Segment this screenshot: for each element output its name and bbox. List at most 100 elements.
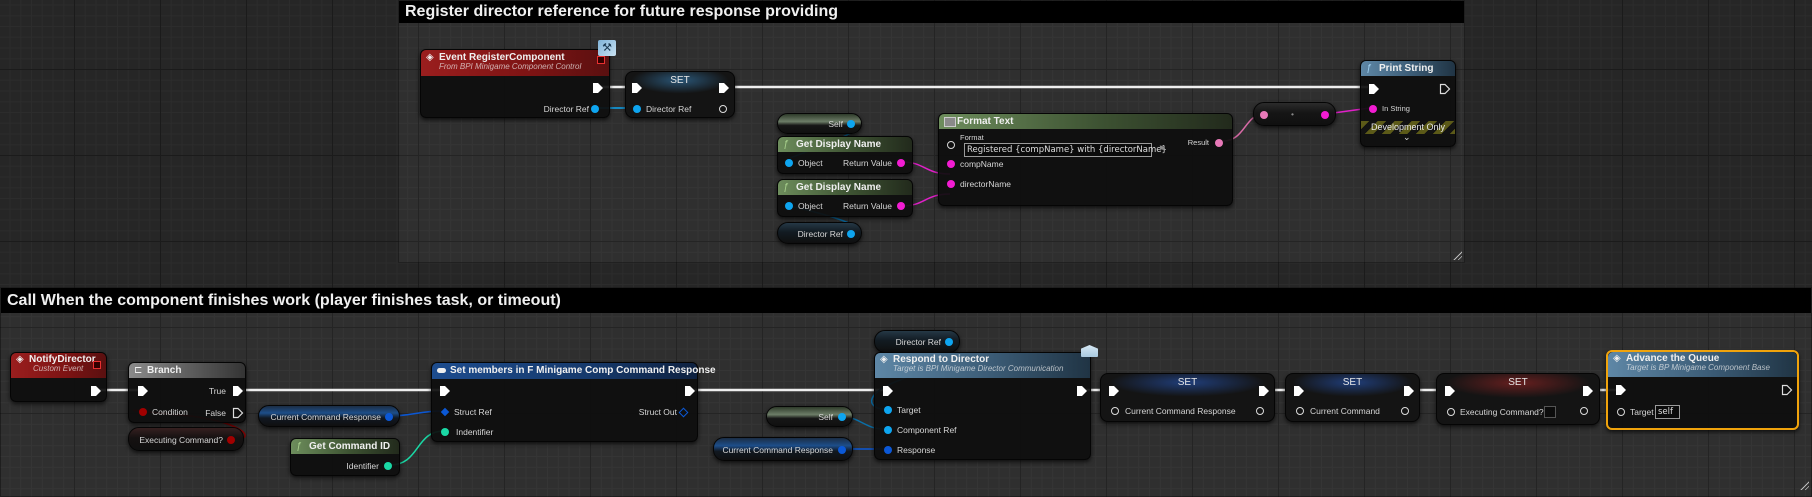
director-ref-getter-node[interactable]: Director Ref — [777, 222, 862, 244]
set-members-struct-node[interactable]: Set members in F Minigame Comp Command R… — [431, 362, 716, 442]
pin-label: Struct Ref — [454, 407, 492, 417]
delegate-pin[interactable] — [597, 56, 605, 64]
set-current-command-node[interactable]: SET Current Command — [1285, 373, 1420, 422]
target-in-pin[interactable] — [1617, 408, 1625, 416]
node-title: SET — [1177, 377, 1198, 388]
return-value-out-pin[interactable] — [897, 159, 905, 167]
event-register-component-node[interactable]: ◈ Event RegisterComponent From BPI Minig… — [420, 49, 610, 118]
node-title: Get Command ID — [309, 441, 391, 452]
set-executing-command-node[interactable]: SET Executing Command? — [1436, 373, 1600, 425]
struct-out-pin[interactable] — [385, 413, 393, 421]
comment-title[interactable]: Call When the component finishes work (p… — [1, 288, 1811, 313]
function-icon: ƒ — [783, 139, 789, 150]
delegate-pin[interactable] — [93, 361, 101, 369]
current-command-response-getter-node[interactable]: Current Command Response — [258, 405, 400, 427]
comp-name-in-pin[interactable] — [947, 160, 955, 168]
self-out-pin[interactable] — [838, 413, 846, 421]
text-to-string-conversion-node[interactable]: • — [1253, 102, 1336, 126]
response-in-pin[interactable] — [884, 446, 892, 454]
set-director-ref-node[interactable]: SET Director Ref — [625, 71, 735, 118]
return-value-out-pin[interactable] — [897, 202, 905, 210]
value-out-pin[interactable] — [1580, 407, 1588, 415]
get-display-name-node[interactable]: ƒ Get Display Name Object Return Value — [777, 179, 913, 217]
director-ref-out-pin[interactable] — [719, 105, 727, 113]
self-getter-node[interactable]: Self — [777, 113, 862, 134]
text-in-pin[interactable] — [1260, 111, 1268, 119]
node-title: SET — [1508, 377, 1528, 388]
result-out-pin[interactable] — [1215, 139, 1223, 147]
branch-icon: ⊏ — [134, 365, 143, 376]
notify-director-event-node[interactable]: ◈ NotifyDirector Custom Event — [10, 352, 107, 402]
format-text-node[interactable]: Format Text Format Registered {compName}… — [938, 113, 1233, 206]
struct-out-pin[interactable] — [678, 407, 689, 418]
get-command-id-node[interactable]: ƒ Get Command ID Identifier — [290, 438, 400, 476]
pin-label: Struct Out — [638, 407, 677, 417]
comment-resize-handle[interactable] — [1799, 480, 1809, 490]
object-in-pin[interactable] — [785, 202, 793, 210]
executing-command-getter-node[interactable]: Executing Command? — [128, 427, 244, 451]
comment-resize-handle[interactable] — [1452, 250, 1462, 260]
localization-flag-icon[interactable]: ⚑ — [1158, 145, 1167, 155]
interface-message-icon: ⚒ — [598, 40, 616, 56]
pin-label: Component Ref — [897, 425, 957, 435]
node-title: Advance the Queue — [1626, 353, 1720, 364]
identifier-in-pin[interactable] — [441, 428, 449, 436]
pin-label: Executing Command? — [1460, 407, 1544, 417]
string-out-pin[interactable] — [1321, 111, 1329, 119]
interface-call-icon: ◈ — [880, 354, 888, 365]
director-ref-getter-node[interactable]: Director Ref — [874, 330, 960, 353]
executing-command-checkbox[interactable] — [1544, 406, 1556, 418]
struct-ref-in-pin[interactable] — [440, 407, 450, 417]
node-subtitle: Target is BPI Minigame Director Communic… — [893, 364, 1064, 373]
value-in-pin[interactable] — [1296, 407, 1304, 415]
value-out-pin[interactable] — [1401, 407, 1409, 415]
pin-label: Current Command Response — [1125, 406, 1236, 416]
pin-label: False — [205, 408, 226, 418]
director-name-in-pin[interactable] — [947, 180, 955, 188]
development-only-banner: Development Only — [1361, 121, 1455, 134]
director-ref-out-pin[interactable] — [945, 338, 953, 346]
pin-label: Condition — [152, 407, 188, 417]
pin-label: Indentifier — [456, 427, 494, 437]
format-text-input[interactable]: Registered {compName} with {directorName… — [964, 143, 1167, 157]
pin-label: Target — [1630, 407, 1654, 417]
advance-the-queue-node[interactable]: ◈ Advance the Queue Target is BP Minigam… — [1606, 350, 1799, 430]
get-display-name-node[interactable]: ƒ Get Display Name Object Return Value — [777, 136, 913, 174]
node-label: Current Command Response — [722, 445, 833, 455]
value-in-pin[interactable] — [1111, 407, 1119, 415]
format-in-pin[interactable] — [947, 141, 955, 149]
set-current-command-response-node[interactable]: SET Current Command Response — [1100, 373, 1275, 422]
target-value-input[interactable]: self — [1655, 405, 1680, 419]
component-ref-in-pin[interactable] — [884, 426, 892, 434]
current-command-response-getter-node[interactable]: Current Command Response — [713, 437, 853, 461]
struct-out-pin[interactable] — [838, 446, 846, 454]
node-title: Format Text — [957, 116, 1014, 127]
comment-title[interactable]: Register director reference for future r… — [399, 1, 1464, 23]
node-label: Executing Command? — [139, 435, 223, 445]
self-getter-node[interactable]: Self — [766, 406, 853, 427]
object-in-pin[interactable] — [785, 159, 793, 167]
in-string-pin[interactable] — [1369, 105, 1377, 113]
expand-chevron-icon[interactable]: ⌄ — [1403, 133, 1411, 143]
director-ref-out-pin[interactable] — [847, 230, 855, 238]
comment-box-register-director[interactable]: Register director reference for future r… — [398, 0, 1465, 263]
pin-label: Target — [897, 405, 921, 415]
condition-in-pin[interactable] — [139, 408, 147, 416]
respond-to-director-node[interactable]: ◈ Respond to Director Target is BPI Mini… — [874, 352, 1091, 460]
pin-label: Object — [798, 201, 823, 211]
pin-label: Return Value — [843, 158, 892, 168]
self-out-pin[interactable] — [847, 120, 855, 128]
print-string-node[interactable]: ƒ Print String In String Development Onl… — [1360, 60, 1456, 147]
executing-command-out-pin[interactable] — [227, 436, 235, 444]
value-out-pin[interactable] — [1256, 407, 1264, 415]
value-in-pin[interactable] — [1447, 408, 1455, 416]
director-ref-in-pin[interactable] — [633, 105, 641, 113]
identifier-out-pin[interactable] — [384, 462, 392, 470]
node-label: Self — [828, 119, 843, 129]
pin-label: Director Ref — [543, 104, 589, 114]
pin-label: True — [208, 386, 226, 396]
director-ref-out-pin[interactable] — [591, 105, 599, 113]
pin-label: Director Ref — [646, 104, 692, 114]
target-in-pin[interactable] — [884, 406, 892, 414]
branch-node[interactable]: ⊏ Branch True Condition False — [128, 362, 246, 423]
